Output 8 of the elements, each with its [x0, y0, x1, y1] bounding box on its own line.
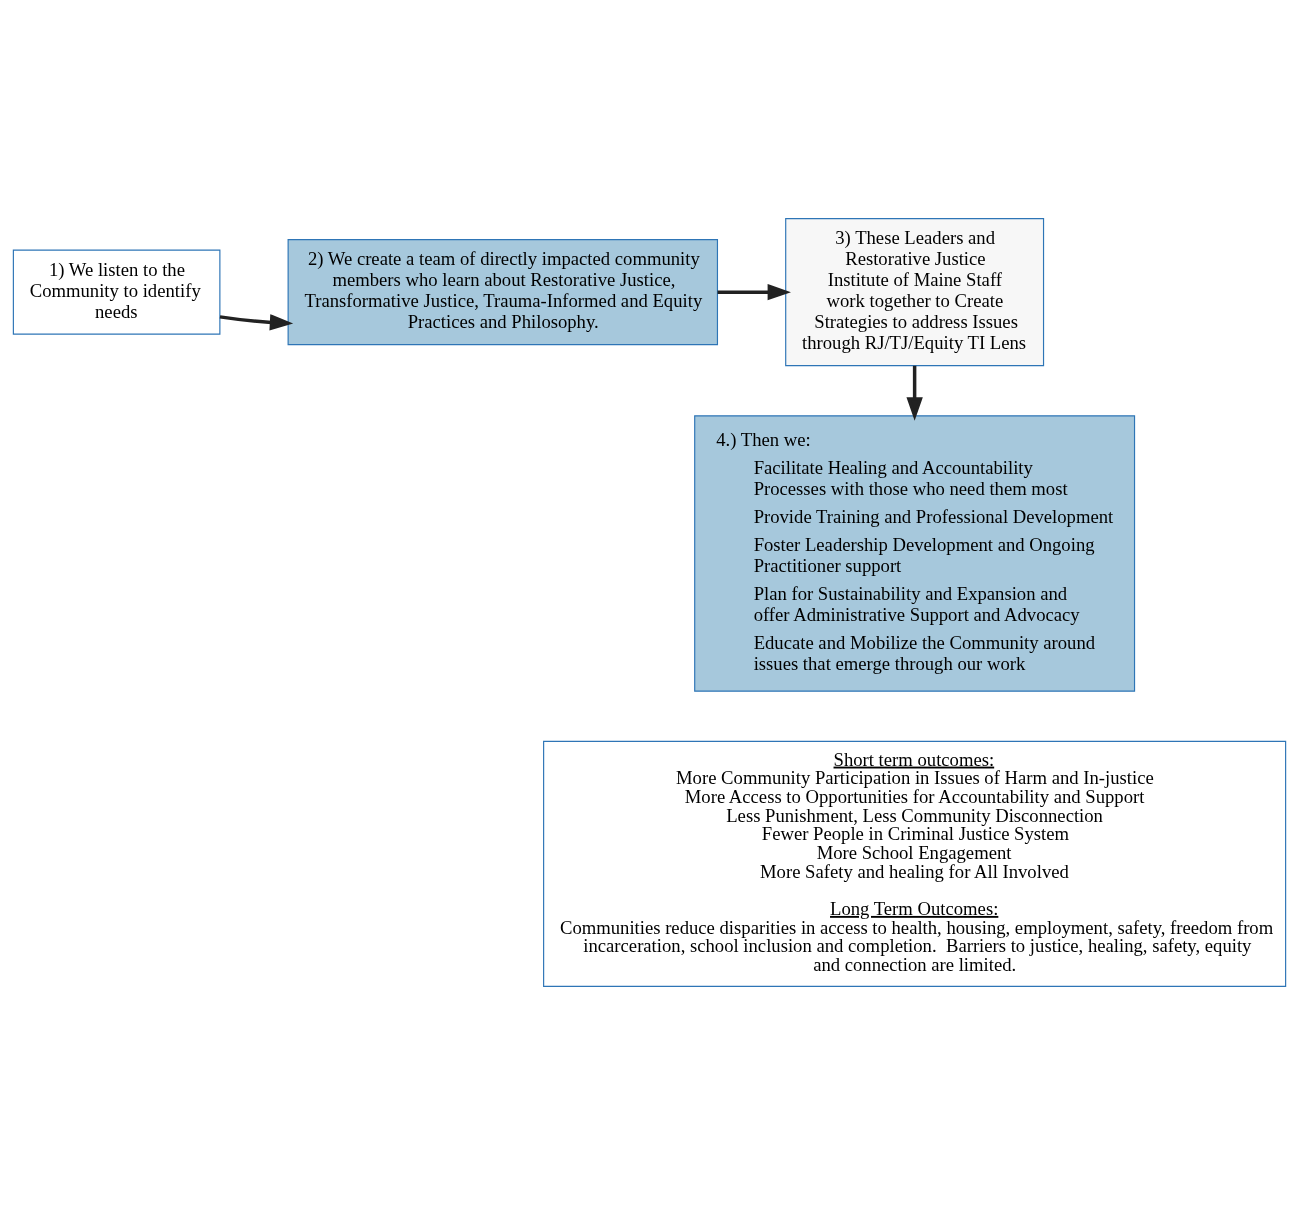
arrow: [717, 284, 791, 301]
node-box: 3) These Leaders and Restorative Justice Institute of Maine Staff work together to Create Strategies to address Issues through RJ/TJ/Equity TI Lens: [785, 218, 1045, 367]
arrow: [219, 314, 294, 331]
arrow: [906, 365, 923, 421]
node-box: 2) We create a team of directly impacted community members who learn about Restorative Justice, Transformative Justice, Trauma-Informed and Equity Practices and Philosophy.: [287, 239, 719, 346]
node-box: Short term outcomes: More Community Participation in Issues of Harm and In-justice More Access to Opportunities for Accountability and Support Less Punishment, Less Community Disconnection Fewer People in Criminal Justice System More School Engagement More Safety and healing for All Involved Long Term Outcomes: Communities reduce disparities in access to health, housing, employment, safety, freedom from incarceration, school inclusion and completion. Barriers to justice, healing, safety, equity and connection are limited.: [543, 740, 1287, 987]
node-box: 1) We listen to the Community to identify needs: [12, 249, 221, 335]
node-box: 4.) Then we: Facilitate Healing and Accountability Processes with those who need them most Provide Training and Professional Development Foster Leadership Development and Ongoing Practitioner support Plan for Sustainability and Expansion and offer Administrative Support and Advocacy Educate and Mobilize the Community around issues that emerge through our work: [694, 415, 1136, 692]
